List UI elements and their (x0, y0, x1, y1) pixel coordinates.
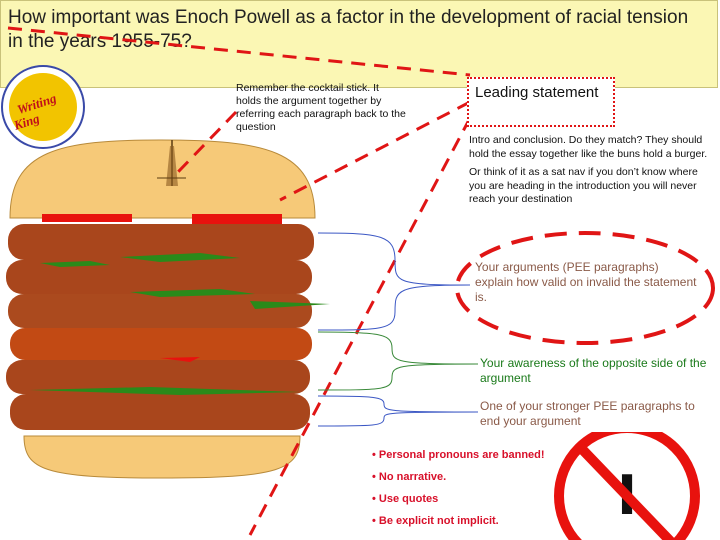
arguments-highlight-ellipse (455, 231, 715, 345)
rule-item: Personal pronouns are banned! (372, 449, 582, 462)
cocktail-stick-note: Remember the cocktail stick. It holds th… (236, 82, 406, 133)
lettuce (30, 253, 330, 395)
patty-stack (6, 224, 314, 430)
rule-item: Be explicit not implicit. (372, 515, 582, 528)
slide-title: How important was Enoch Powell as a fact… (8, 7, 689, 52)
patty (8, 294, 312, 328)
cocktail-stick-icon (157, 140, 186, 186)
opposite-side-note: Your awareness of the opposite side of t… (480, 356, 707, 385)
writing-king-logo: Writing King (1, 65, 85, 149)
brace-opposite (317, 331, 479, 391)
rule-item: No narrative. (372, 471, 582, 484)
tomato-slice (42, 214, 132, 222)
dashed-connectors (7, 26, 472, 536)
patty (10, 394, 310, 430)
bottom-bun (23, 435, 301, 479)
tomato-slice (192, 214, 282, 224)
patty (8, 224, 314, 260)
intro-note-2: Or think of it as a sat nav if you don’t… (469, 166, 698, 205)
rule-item: Use quotes (372, 493, 582, 506)
arguments-note: Your arguments (PEE paragraphs) explain … (475, 260, 697, 304)
no-i-sign-icon: I (554, 432, 700, 540)
leading-statement-box: Leading statement (467, 77, 615, 127)
intro-note-1: Intro and conclusion. Do they match? The… (469, 134, 708, 160)
patty (10, 328, 312, 360)
rules-list: Personal pronouns are banned! No narrati… (372, 449, 582, 537)
patty (6, 260, 312, 294)
brace-stronger (317, 395, 479, 427)
brace-arguments (317, 232, 471, 331)
top-bun (9, 139, 316, 219)
intro-conclusion-note: Intro and conclusion. Do they match? The… (469, 134, 709, 212)
title-banner: How important was Enoch Powell as a fact… (0, 0, 718, 88)
patty (6, 360, 310, 394)
stronger-paragraph-note: One of your stronger PEE paragraphs to e… (480, 399, 695, 428)
